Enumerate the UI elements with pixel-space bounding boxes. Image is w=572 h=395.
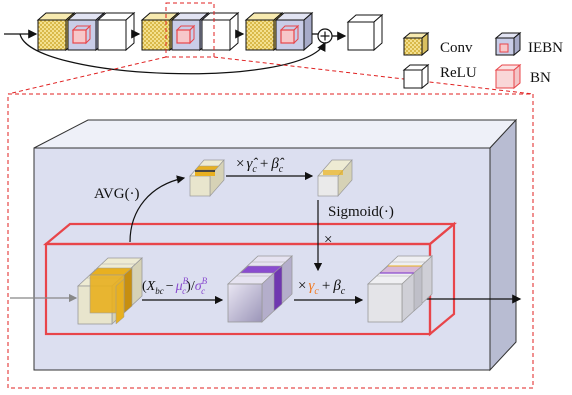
relu-cube xyxy=(200,11,240,52)
highlight-dashed-box xyxy=(165,2,215,58)
avg-small-tensor xyxy=(189,159,225,197)
times-label: × xyxy=(324,232,332,248)
legend-bn-label: BN xyxy=(530,70,551,86)
legend-conv-label: Conv xyxy=(440,40,473,56)
iebn-cube-highlighted xyxy=(170,11,210,52)
legend-conv-swatch xyxy=(402,31,430,57)
add-circle-icon xyxy=(317,28,333,44)
legend-iebn-swatch xyxy=(494,31,522,57)
legend-bn-swatch xyxy=(494,63,522,90)
legend-iebn-label: IEBN xyxy=(528,40,563,56)
iebn-cube xyxy=(274,11,314,52)
output-tensor xyxy=(366,255,434,323)
zoom-dashed-frame xyxy=(7,93,534,389)
affine-small-tensor xyxy=(317,159,353,197)
legend: Conv IEBN ReLU BN xyxy=(402,31,563,90)
input-feature-tensor xyxy=(76,257,144,325)
relu-cube xyxy=(346,13,384,52)
legend-relu-swatch xyxy=(402,63,430,90)
affine-formula: ×γc+βc xyxy=(298,278,346,297)
avg-arrow xyxy=(129,175,186,243)
relu-cube xyxy=(96,11,136,52)
top-network-row xyxy=(4,2,384,75)
legend-relu-label: ReLU xyxy=(440,65,477,81)
sigmoid-label: Sigmoid(·) xyxy=(328,204,394,220)
avg-label: AVG(·) xyxy=(94,186,140,202)
normalized-tensor xyxy=(226,255,294,323)
